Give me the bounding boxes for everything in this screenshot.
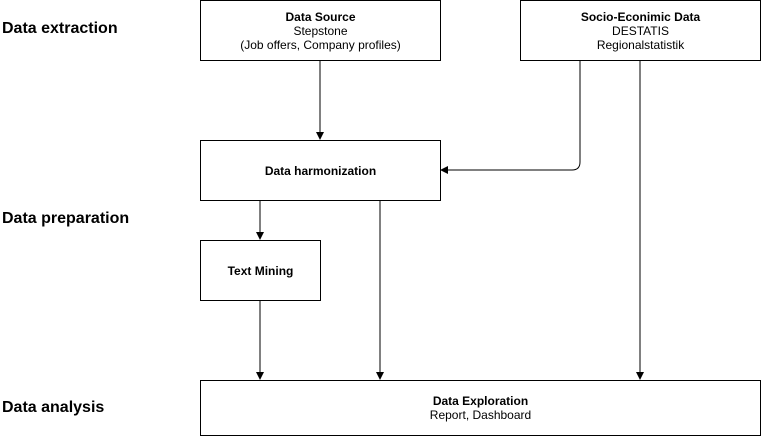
node-data-exploration: Data Exploration Report, Dashboard [200,380,761,436]
node-data-source-title: Data Source [285,9,356,24]
node-text-mining: Text Mining [200,240,321,301]
node-socio-economic-line2: Regionalstatistik [596,37,685,52]
stage-label-analysis: Data analysis [2,399,105,416]
node-data-source-line1: Stepstone [293,23,348,38]
node-data-harmonization-title: Data harmonization [264,163,377,178]
node-data-exploration-title: Data Exploration [432,394,529,408]
node-data-source: Data Source Stepstone (Job offers, Compa… [200,0,441,61]
node-data-source-line2: (Job offers, Company profiles) [240,37,401,52]
node-data-harmonization: Data harmonization [200,140,441,201]
node-data-exploration-line1: Report, Dashboard [429,408,532,422]
stage-label-preparation: Data preparation [2,210,130,227]
edge-socioeconomic-to-harmonization [440,61,581,174]
stage-label-extraction: Data extraction [2,20,118,37]
node-socio-economic-line1: DESTATIS [612,23,669,38]
node-socio-economic-data: Socio-Econimic Data DESTATIS Regionalsta… [520,0,761,61]
node-text-mining-title: Text Mining [227,263,294,278]
node-socio-economic-title: Socio-Econimic Data [580,9,701,24]
